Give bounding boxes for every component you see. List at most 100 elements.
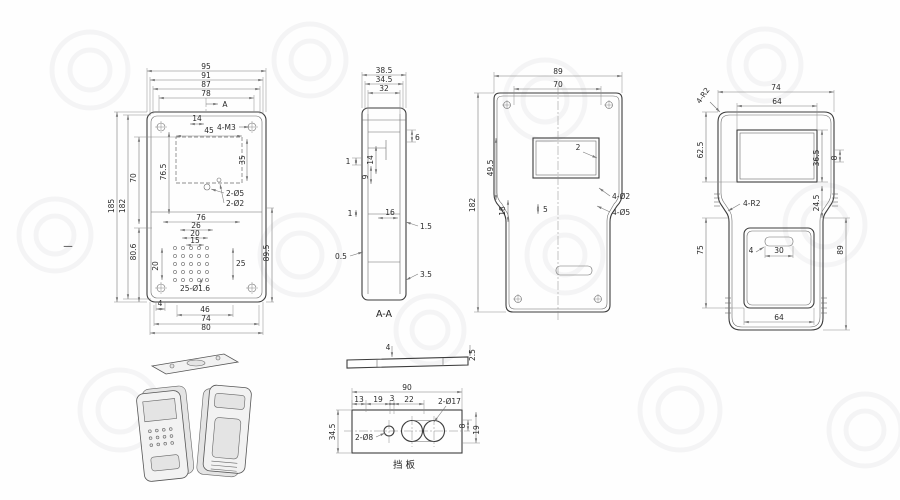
dim-62-5: 62.5	[696, 141, 705, 158]
rear-corner-screws	[502, 100, 614, 304]
dim-s14: 14	[366, 155, 375, 165]
callout-2-o8: 2-Ø8	[355, 433, 373, 442]
rear-window	[532, 137, 600, 179]
front-view-label: —	[63, 241, 73, 252]
dim-95: 95	[201, 62, 211, 71]
section-body	[361, 107, 407, 301]
callout-4-o2: 4-Ø2	[612, 192, 630, 201]
battery-latch	[764, 236, 794, 247]
dim-182: 182	[118, 199, 127, 214]
front-corner-screws	[155, 121, 258, 294]
dim-s89: 89	[836, 245, 845, 255]
dim-s64-top: 64	[772, 97, 782, 106]
dim-s64-bottom: 64	[774, 313, 784, 322]
dim-75: 75	[696, 245, 705, 255]
dim-s4: 4	[749, 246, 754, 255]
side-body	[717, 111, 835, 331]
callout-4-r2-mid: 4-R2	[743, 199, 761, 208]
dim-20: 20	[190, 229, 200, 238]
battery-cover	[743, 227, 815, 309]
side-extension-lines	[702, 90, 850, 331]
dim-0-5: 0.5	[335, 252, 347, 261]
dim-76-5: 76.5	[159, 163, 168, 180]
dim-13: 13	[354, 395, 364, 404]
dim-b8: 8	[458, 423, 467, 428]
dim-87: 87	[201, 80, 211, 89]
rear-view: 89 70 49.5 18 182 2 5 4-Ø2 4-Ø5	[468, 67, 630, 320]
dim-38-5: 38.5	[376, 66, 393, 75]
dim-80-6: 80.6	[129, 243, 138, 260]
dim-t4: 4	[386, 343, 391, 352]
dim-32: 32	[379, 84, 389, 93]
callout-4-o5: 4-Ø5	[612, 208, 630, 217]
front-body	[146, 111, 267, 303]
dim-80: 80	[201, 323, 211, 332]
dim-r70: 70	[553, 80, 563, 89]
iso-screen	[142, 398, 177, 423]
baffle-plate	[344, 409, 470, 454]
section-marker-a: A	[222, 100, 228, 109]
dim-r89: 89	[553, 67, 563, 76]
dim-26: 26	[191, 221, 201, 230]
baffle-dimensions	[336, 390, 478, 453]
dim-16: 16	[385, 208, 395, 217]
dim-2: 2	[576, 143, 581, 152]
front-extension-lines	[114, 68, 274, 335]
hole-o8	[383, 425, 395, 437]
callout-25-o1-6: 25-Ø1.6	[180, 284, 210, 293]
dim-c19: 19	[373, 395, 383, 404]
callout-4-r2-top: 4-R2	[694, 86, 712, 106]
iso-battery-cover	[211, 417, 242, 460]
section-dimensions	[349, 73, 419, 281]
iso-vents	[210, 460, 238, 472]
dim-1a: 1	[346, 157, 351, 166]
latch-slot	[555, 265, 593, 276]
dim-36-5: 36.5	[812, 149, 821, 166]
dim-46: 46	[200, 305, 210, 314]
dim-18: 18	[498, 206, 507, 216]
iso-keypad	[148, 427, 174, 447]
dim-3-5: 3.5	[420, 270, 432, 279]
dim-35: 35	[238, 155, 247, 165]
dim-1b: 1	[348, 209, 353, 218]
baffle-side-strip	[346, 345, 472, 369]
callout-2-o17: 2-Ø17	[438, 397, 461, 406]
baffle-view-label: 挡 板	[393, 459, 416, 471]
dim-t2-5: 2.5	[468, 349, 477, 361]
section-view: 38.5 34.5 32 6 1 14 9 1 16 1.5 0.5 3.5 A…	[335, 66, 432, 320]
display-window	[175, 136, 243, 184]
dim-74: 74	[201, 314, 211, 323]
dim-90: 90	[402, 383, 412, 392]
front-dimensions	[115, 69, 274, 335]
dim-49-5: 49.5	[486, 159, 495, 176]
dim-s8: 8	[830, 155, 839, 160]
dim-185: 185	[107, 199, 116, 214]
dim-b4: 4	[158, 299, 163, 308]
isometric-plate	[150, 353, 240, 375]
isometric-rear	[196, 384, 252, 478]
dim-76: 76	[196, 213, 206, 222]
dim-91: 91	[201, 71, 211, 80]
dim-b19: 19	[472, 425, 481, 435]
dim-r182: 182	[468, 198, 477, 213]
dim-6: 6	[415, 133, 420, 142]
dim-c3: 3	[390, 394, 395, 403]
rear-dimensions	[476, 74, 622, 312]
dim-grid-25: 25	[236, 259, 246, 268]
callout-4-m3: 4-M3	[217, 123, 236, 132]
side-window	[736, 129, 818, 183]
side-view: 74 64 4-R2 62.5 36.5 8 24.5 4-R2 75 89 3…	[694, 83, 850, 331]
speaker-hole-grid	[173, 246, 209, 282]
dim-9: 9	[361, 174, 370, 179]
side-dimensions	[704, 90, 848, 330]
rear-body	[493, 86, 623, 320]
baffle-view: 4 2.5 90 13 19 3 22 2-Ø17 2-Ø8 34.5 8 19…	[328, 343, 481, 471]
dim-30: 30	[774, 246, 784, 255]
isometric-views	[136, 353, 252, 482]
dim-34-5: 34.5	[376, 75, 393, 84]
dim-45: 45	[204, 126, 214, 135]
dim-b34-5: 34.5	[328, 423, 337, 440]
rear-dim-text: 89 70 49.5 18 182 2 5 4-Ø2 4-Ø5	[468, 67, 630, 217]
